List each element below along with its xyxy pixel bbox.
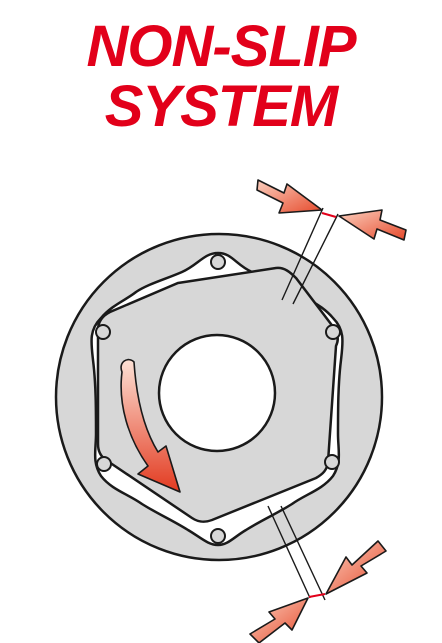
guide-line-bottom (280, 505, 326, 601)
corner-knob (210, 254, 226, 270)
pinch-arrow-bottom-right (325, 540, 387, 595)
pinch-arrow-top-right (338, 209, 407, 241)
contact-mark-top (321, 212, 337, 218)
title-line-2: SYSTEM (104, 74, 339, 139)
guide-line-bottom (267, 505, 311, 599)
corner-knob (96, 456, 112, 472)
pinch-arrow-bottom-left (249, 597, 309, 643)
title-block: NON-SLIP SYSTEM (0, 18, 442, 136)
center-bore (157, 333, 277, 453)
corner-knob (324, 454, 340, 470)
title-line-1: NON-SLIP (86, 14, 356, 79)
corner-knob (325, 324, 341, 340)
corner-knob (95, 324, 111, 340)
pinch-arrow-top-left (256, 179, 323, 214)
rotation-arrow-icon (120, 358, 181, 493)
guide-line-top (292, 213, 339, 305)
guide-line-top (281, 207, 324, 301)
contact-mark-bottom (308, 593, 326, 598)
corner-knob (210, 528, 226, 544)
